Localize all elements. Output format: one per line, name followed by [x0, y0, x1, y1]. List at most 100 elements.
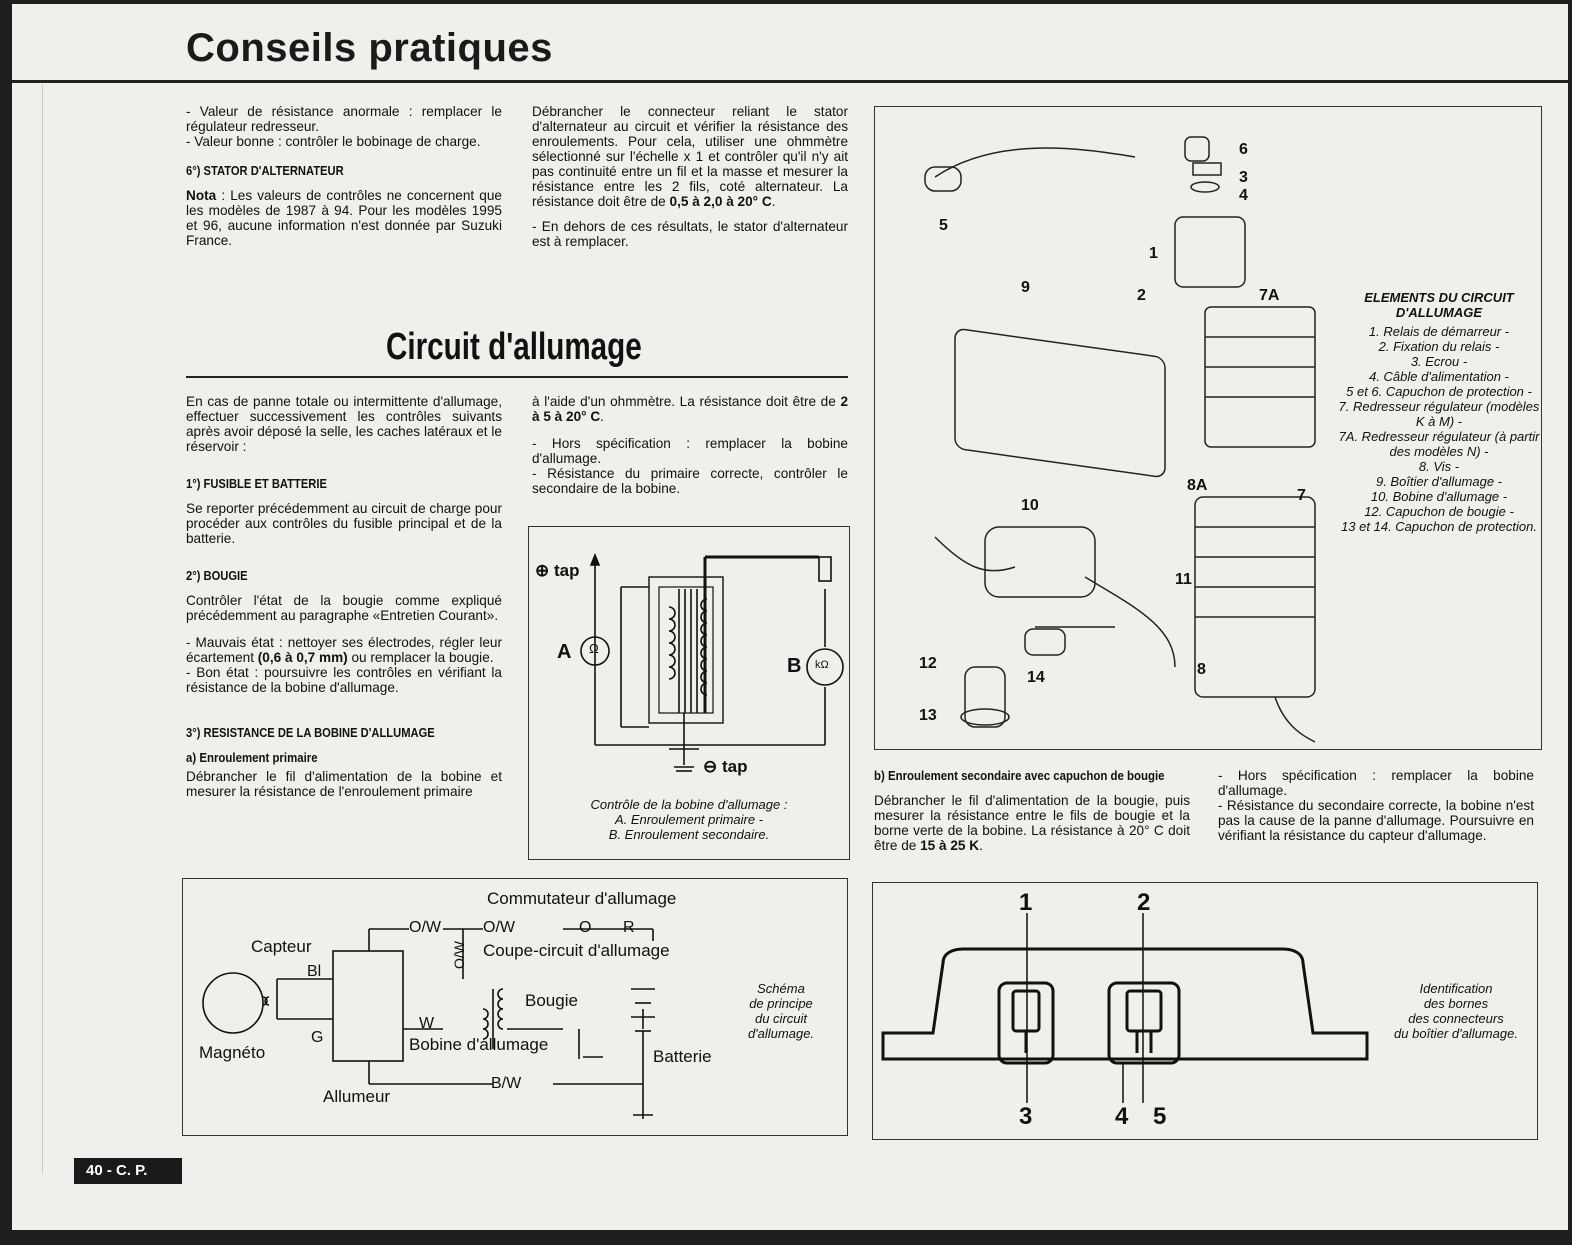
callout-3: 3: [1239, 169, 1248, 186]
legend-item: 4. Câble d'alimentation -: [1369, 369, 1509, 384]
ignition-schematic: [202, 928, 655, 1119]
wire-r: R: [623, 919, 635, 936]
header-rule: [12, 80, 1568, 83]
terminal-2: 2: [1137, 889, 1151, 916]
column-secondary-right: - Hors spécification : remplacer la bobi…: [1218, 768, 1534, 849]
callout-11: 11: [1175, 571, 1192, 588]
callout-1: 1: [1149, 245, 1158, 262]
text: .: [771, 194, 776, 209]
column-ignition-left: En cas de panne totale ou intermittente …: [186, 394, 502, 805]
paragraph: Contrôler l'état de la bougie comme expl…: [186, 593, 502, 623]
paragraph: - Mauvais état : nettoyer ses électrodes…: [186, 635, 502, 665]
caption-line: du boîtier d'allumage.: [1394, 1026, 1518, 1041]
column-stator-left: - Valeur de résistance anormale : rempla…: [186, 104, 502, 254]
magneto-label: Magnéto: [199, 1043, 266, 1062]
paragraph: Débrancher le fil d'alimentation de la b…: [874, 793, 1190, 853]
caption-line: des connecteurs: [1408, 1011, 1504, 1026]
resistance-value: 15 à 25 K: [920, 838, 980, 853]
resistance-value: 2 à 5 à 20° C: [532, 394, 848, 424]
section-heading: 2°) BOUGIE: [186, 568, 248, 583]
coil-test-diagram: [580, 552, 844, 772]
section-rule: [186, 376, 848, 378]
callout-9: 9: [1021, 279, 1030, 296]
paragraph: - Hors spécification : remplacer la bobi…: [532, 436, 848, 466]
paragraph: à l'aide d'un ohmmètre. La résistance do…: [532, 394, 848, 424]
connector-drawing: [881, 913, 1369, 1103]
ignition-schematic-figure: Commutateur d'allumage O/W O/W O R O/W C…: [182, 878, 848, 1136]
text: Débrancher le connecteur reliant le stat…: [532, 104, 848, 209]
connector-figure: 1 2 3 4 5 Identification des bornes des …: [872, 882, 1538, 1140]
wire-g: G: [311, 1029, 324, 1046]
text: .: [600, 409, 604, 424]
legend-item: 13 et 14. Capuchon de protection.: [1341, 519, 1537, 534]
terminal-5: 5: [1153, 1103, 1167, 1130]
sub-heading: b) Enroulement secondaire avec capuchon …: [874, 768, 1165, 783]
section-heading: 6°) STATOR D'ALTERNATEUR: [186, 163, 344, 178]
terminal-1: 1: [1019, 889, 1033, 916]
exploded-view-drawing: [924, 136, 1316, 743]
text: Débrancher le fil d'alimentation de la b…: [874, 793, 1190, 853]
wire-ow-1: O/W: [409, 919, 441, 936]
page-number: 40 - C. P.: [74, 1158, 182, 1184]
connector-caption: Identification des bornes des connecteur…: [1381, 981, 1531, 1041]
column-secondary-left: b) Enroulement secondaire avec capuchon …: [874, 766, 1190, 859]
resistance-value: 0,5 à 2,0 à 20° C: [669, 194, 772, 209]
coupe-circuit-label: Coupe-circuit d'allumage: [483, 941, 670, 960]
schematic-caption: Schéma de principe du circuit d'allumage…: [731, 981, 831, 1041]
caption-line: A. Enroulement primaire -: [614, 812, 764, 827]
callout-12: 12: [919, 655, 937, 672]
legend-item: 9. Boîtier d'allumage -: [1375, 474, 1503, 489]
coil-test-caption: Contrôle de la bobine d'allumage : A. En…: [539, 797, 839, 842]
paragraph: - Résistance du primaire correcte, contr…: [532, 466, 848, 496]
caption-line: B. Enroulement secondaire.: [608, 827, 770, 842]
paragraph: - Hors spécification : remplacer la bobi…: [1218, 768, 1534, 798]
paragraph: Débrancher le connecteur reliant le stat…: [532, 104, 848, 209]
callout-7: 7: [1297, 487, 1306, 504]
legend-title: ELEMENTS DU CIRCUIT D'ALLUMAGE: [1364, 290, 1514, 320]
bougie-label: Bougie: [525, 991, 578, 1010]
plus-tap-label: ⊕ tap: [535, 561, 580, 580]
caption-line: d'allumage.: [747, 1026, 815, 1041]
legend-item: 5 et 6. Capuchon de protection -: [1346, 384, 1532, 399]
callout-14: 14: [1027, 669, 1045, 686]
caption-line: Contrôle de la bobine d'allumage :: [590, 797, 788, 812]
nota-text: : Les valeurs de contrôles ne concernent…: [186, 188, 502, 248]
callout-10: 10: [1021, 497, 1039, 514]
bobine-label: Bobine d'allumage: [409, 1035, 549, 1054]
callout-6: 6: [1239, 141, 1248, 158]
paragraph: - En dehors de ces résultats, le stator …: [532, 219, 848, 249]
callout-7a: 7A: [1259, 287, 1280, 304]
legend-item: 7. Redresseur régulateur (modèles K à M)…: [1338, 399, 1540, 429]
meter-b-label: B: [787, 655, 802, 677]
capteur-label: Capteur: [251, 937, 312, 956]
wire-bw: B/W: [491, 1075, 522, 1092]
callout-2: 2: [1137, 287, 1146, 304]
section-heading: 3°) RESISTANCE DE LA BOBINE D'ALLUMAGE: [186, 725, 435, 740]
caption-line: Schéma: [757, 981, 805, 996]
paragraph: - Bon état : poursuivre les contrôles en…: [186, 665, 502, 695]
wire-w: W: [419, 1015, 435, 1032]
elements-legend: ELEMENTS DU CIRCUIT D'ALLUMAGE 1. Relais…: [1334, 290, 1544, 534]
binding-edge: [12, 84, 43, 1174]
minus-tap-label: ⊖ tap: [703, 757, 748, 776]
page-title: Conseils pratiques: [186, 26, 553, 70]
text: ou remplacer la bougie.: [347, 650, 494, 665]
terminal-4: 4: [1115, 1103, 1129, 1130]
legend-item: 7A. Redresseur régulateur (à partir des …: [1338, 429, 1540, 459]
batterie-label: Batterie: [653, 1047, 712, 1066]
ohm-symbol: Ω: [589, 641, 599, 656]
page: Conseils pratiques - Valeur de résistanc…: [12, 4, 1568, 1230]
column-stator-right: Débrancher le connecteur reliant le stat…: [532, 104, 848, 255]
kohm-symbol: kΩ: [815, 659, 829, 671]
exploded-view-figure: 6 3 4 5 1 2 9 7A 8A 10 7 11 12 14 8 13: [874, 106, 1542, 750]
paragraph: Se reporter précédemment au circuit de c…: [186, 501, 502, 546]
legend-item: 3. Ecrou -: [1410, 354, 1468, 369]
gap-value: (0,6 à 0,7 mm): [257, 650, 348, 665]
callout-13: 13: [919, 707, 937, 724]
column-ignition-right: à l'aide d'un ohmmètre. La résistance do…: [532, 394, 848, 502]
wire-ow-vertical: O/W: [451, 941, 467, 969]
callout-4: 4: [1239, 187, 1248, 204]
wire-bl: Bl: [307, 963, 322, 980]
caption-line: des bornes: [1423, 996, 1489, 1011]
legend-item: 12. Capuchon de bougie -: [1364, 504, 1514, 519]
